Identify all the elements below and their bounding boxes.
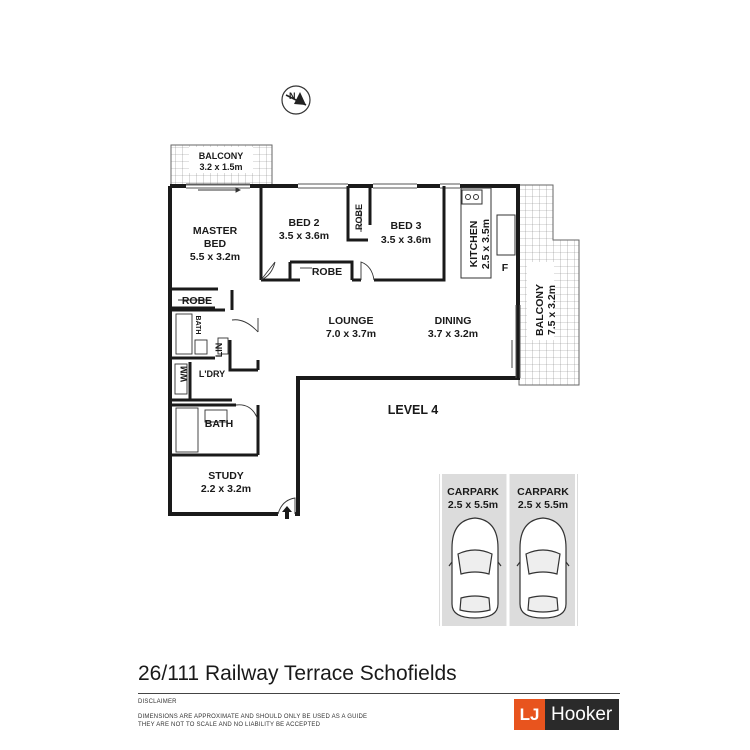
level-label: LEVEL 4: [388, 403, 439, 417]
lounge-size: 7.0 x 3.7m: [326, 328, 376, 340]
car-1-icon: [448, 517, 502, 619]
interior-walls: [172, 186, 446, 457]
bathroom-fixtures: [174, 313, 229, 453]
balcony-top-size: 3.2 x 1.5m: [199, 162, 242, 172]
disclaimer-line-2: THEY ARE NOT TO SCALE AND NO LIABILITY B…: [138, 722, 321, 728]
logo-text: Hooker: [551, 703, 613, 725]
entry-arrow-icon: [282, 506, 292, 519]
door-swings: [231, 261, 375, 515]
bath-label: BATH: [205, 418, 233, 430]
robe-bed2-label: ROBE: [312, 266, 342, 278]
north-arrow-icon: N: [281, 85, 311, 115]
master-bed-label-1: MASTER: [193, 225, 238, 237]
balcony-side-size: 7.5 x 3.2m: [546, 285, 558, 335]
balcony-side-label: BALCONY: [534, 284, 546, 336]
laundry-label: L'DRY: [199, 369, 225, 379]
bed2-label: BED 2: [289, 217, 320, 229]
master-bed-size: 5.5 x 3.2m: [190, 251, 240, 263]
car-2-icon: [516, 517, 570, 619]
property-address: 26/111 Railway Terrace Schofields: [138, 662, 457, 685]
dining-label: DINING: [435, 315, 472, 327]
robe-master-label: ROBE: [182, 295, 212, 307]
lounge-label: LOUNGE: [329, 315, 374, 327]
fridge-label: F: [502, 262, 509, 274]
lj-hooker-logo: LJ Hooker: [514, 699, 619, 730]
dining-size: 3.7 x 3.2m: [428, 328, 478, 340]
kitchen-label: KITCHEN: [468, 221, 480, 268]
study-label: STUDY: [208, 470, 244, 482]
logo-mark: LJ: [514, 699, 545, 730]
study-size: 2.2 x 3.2m: [201, 483, 251, 495]
disclaimer-title: DISCLAIMER: [138, 699, 177, 705]
north-label: N: [289, 91, 296, 101]
carpark-1-size: 2.5 x 5.5m: [448, 499, 498, 511]
floor-plan: N: [168, 85, 580, 626]
bed3-label: BED 3: [391, 220, 422, 232]
balcony-top-label: BALCONY: [199, 151, 244, 161]
divider: [138, 693, 620, 694]
exterior-walls: [168, 184, 520, 516]
linen-label: LIN: [214, 343, 224, 358]
bed2-size: 3.5 x 3.6m: [279, 230, 329, 242]
carpark-1-label: CARPARK: [447, 486, 499, 498]
kitchen-fixtures: [460, 187, 516, 279]
bed3-size: 3.5 x 3.6m: [381, 234, 431, 246]
carpark-2-size: 2.5 x 5.5m: [518, 499, 568, 511]
master-bed-label-2: BED: [204, 238, 227, 250]
bath-ensuite-label: BATH: [194, 316, 201, 335]
robe-bed3-label: ROBE: [354, 204, 364, 230]
disclaimer-line-1: DIMENSIONS ARE APPROXIMATE AND SHOULD ON…: [138, 714, 368, 720]
kitchen-size: 2.5 x 3.5m: [480, 219, 492, 269]
carpark-2-label: CARPARK: [517, 486, 569, 498]
wm-label: WM: [179, 366, 189, 382]
